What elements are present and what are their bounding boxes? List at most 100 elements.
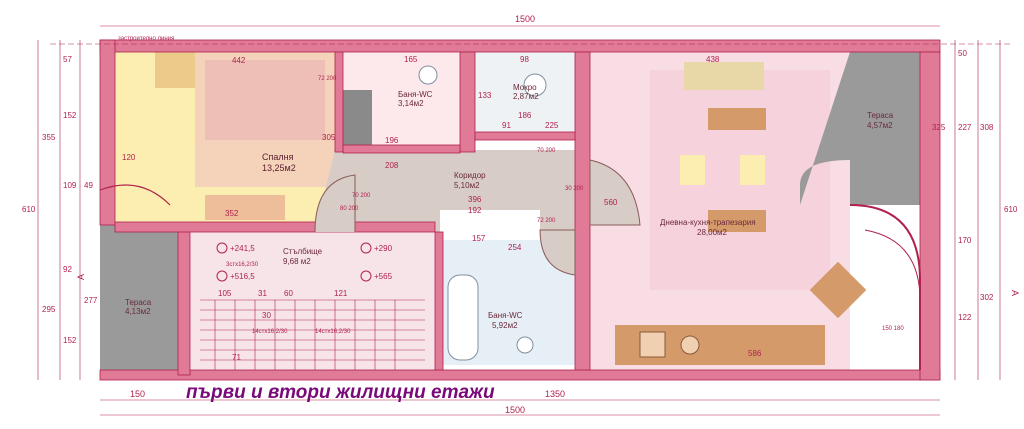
walls (99, 39, 941, 381)
inner-dim-225: 225 (545, 121, 559, 130)
room-terrace-left-area: 4,13м2 (125, 307, 151, 316)
sofa (684, 62, 764, 90)
inner-dim-396: 396 (468, 195, 482, 204)
inner-dim-60: 60 (284, 289, 293, 298)
room-corridor-name: Коридор (454, 171, 486, 180)
door-mark-3: 80 200 (340, 206, 359, 212)
note-building-line: застроително линия (118, 36, 174, 42)
inner-dim-157: 157 (472, 234, 486, 243)
bathtub (447, 274, 479, 361)
room-bath2-name: Баня-WC (488, 311, 523, 320)
coffee-table (708, 210, 766, 232)
door-mark-1: 72 200 (318, 76, 337, 82)
inner-dim-165: 165 (404, 55, 418, 64)
armchair-2 (740, 155, 765, 185)
inner-dim-196: 196 (385, 136, 399, 145)
right-dim-6: 170 (958, 236, 972, 245)
wc-bowl-2 (516, 336, 534, 354)
stair-treads (200, 299, 425, 370)
level-markers (216, 242, 372, 282)
room-terrace-right-area: 4,57м2 (867, 121, 893, 130)
inner-dim-120: 120 (122, 153, 136, 162)
armchair-1 (680, 155, 705, 185)
left-dim-5: 610 (22, 205, 36, 214)
inner-dim-105: 105 (218, 289, 232, 298)
room-bedroom-area: 13,25м2 (262, 163, 296, 173)
left-dim-9: 277 (84, 296, 98, 305)
wc-bowl-1 (418, 65, 438, 85)
room-wet-name: Мокро (513, 83, 537, 92)
right-dim-1: 50 (958, 49, 967, 58)
inner-dim-121: 121 (334, 289, 348, 298)
dim-bottom-left: 150 (130, 389, 145, 399)
wet-fill (475, 52, 575, 132)
room-stairs-name: Стълбище (283, 247, 323, 256)
closet (205, 195, 285, 220)
inner-dim-438: 438 (706, 55, 720, 64)
dim-bottom-overall: 1500 (505, 405, 525, 415)
right-dim-5: 610 (1004, 205, 1018, 214)
right-dim-8: 122 (958, 313, 972, 322)
left-dim-1: 57 (63, 55, 72, 64)
inner-dim-133: 133 (478, 91, 492, 100)
door-mark-7: 150 180 (882, 326, 904, 332)
room-terrace-right-name: Тераса (867, 111, 894, 120)
inner-dim-442: 442 (232, 56, 246, 65)
room-bath1-area: 3,14м2 (398, 99, 424, 108)
drawing-title: първи и втори жилищни етажи (186, 382, 495, 403)
terrace-left-fill (100, 225, 180, 375)
inner-dim-586: 586 (748, 349, 762, 358)
left-dim-3: 355 (42, 133, 56, 142)
left-dims: 57 152 355 109 610 49 92 295 277 152 (22, 55, 98, 345)
dim-top-overall: 1500 (515, 14, 535, 24)
bath1-shower (340, 90, 372, 145)
room-wet-area: 2,87м2 (513, 92, 539, 101)
room-stairs-area: 9,68 м2 (283, 257, 311, 266)
bedroom-bed (205, 60, 325, 140)
stair-note-3: 14стх16,2/30 (315, 329, 351, 335)
door-mark-4: 70 200 (537, 148, 556, 154)
door-bath2 (539, 229, 576, 276)
left-dim-10: 152 (63, 336, 77, 345)
kitchen-sink (639, 331, 666, 358)
door-corridor (314, 174, 356, 233)
section-mark-right: A (1010, 290, 1020, 296)
dimension-lines (37, 25, 1001, 416)
right-dim-4: 308 (980, 123, 994, 132)
dim-bottom-mid: 1350 (545, 389, 565, 399)
level-1: +241,5 (230, 244, 255, 253)
section-mark-left: A (76, 274, 86, 280)
left-dim-8: 295 (42, 305, 56, 314)
left-dim-7: 92 (63, 265, 72, 274)
level-3: +516,5 (230, 272, 255, 281)
left-dim-4: 109 (63, 181, 77, 190)
room-living-area: 28,00м2 (697, 228, 728, 237)
door-terrace (99, 184, 171, 206)
right-dim-2: 325 (932, 123, 946, 132)
door-living (589, 159, 641, 226)
right-dims: 50 325 227 308 610 170 302 122 (932, 49, 1018, 322)
stair-note-1: 3стх16,2/30 (226, 262, 259, 268)
room-living-name: Дневна-кухня-трапезария (660, 218, 756, 227)
dining-table (708, 108, 766, 130)
room-bath2-area: 5,92м2 (492, 321, 518, 330)
living-curve (864, 229, 921, 301)
door-mark-2: 70 200 (352, 193, 371, 199)
inner-dim-30: 30 (262, 311, 271, 320)
level-4: +565 (374, 272, 393, 281)
inner-dim-186: 186 (518, 111, 532, 120)
corridor-fill (315, 150, 590, 232)
stair-note-2: 14стх16,2/30 (252, 329, 288, 335)
inner-dim-98: 98 (520, 55, 529, 64)
inner-dim-560: 560 (604, 198, 618, 207)
inner-dim-254: 254 (508, 243, 522, 252)
inner-dim-71: 71 (232, 353, 241, 362)
inner-dim-352: 352 (225, 209, 239, 218)
window-box (155, 48, 195, 88)
inner-dim-305: 305 (322, 133, 336, 142)
room-corridor-area: 5,10м2 (454, 181, 480, 190)
door-mark-5: 30 200 (565, 186, 584, 192)
terrace-right-curve (849, 204, 921, 370)
inner-dim-208: 208 (385, 161, 399, 170)
